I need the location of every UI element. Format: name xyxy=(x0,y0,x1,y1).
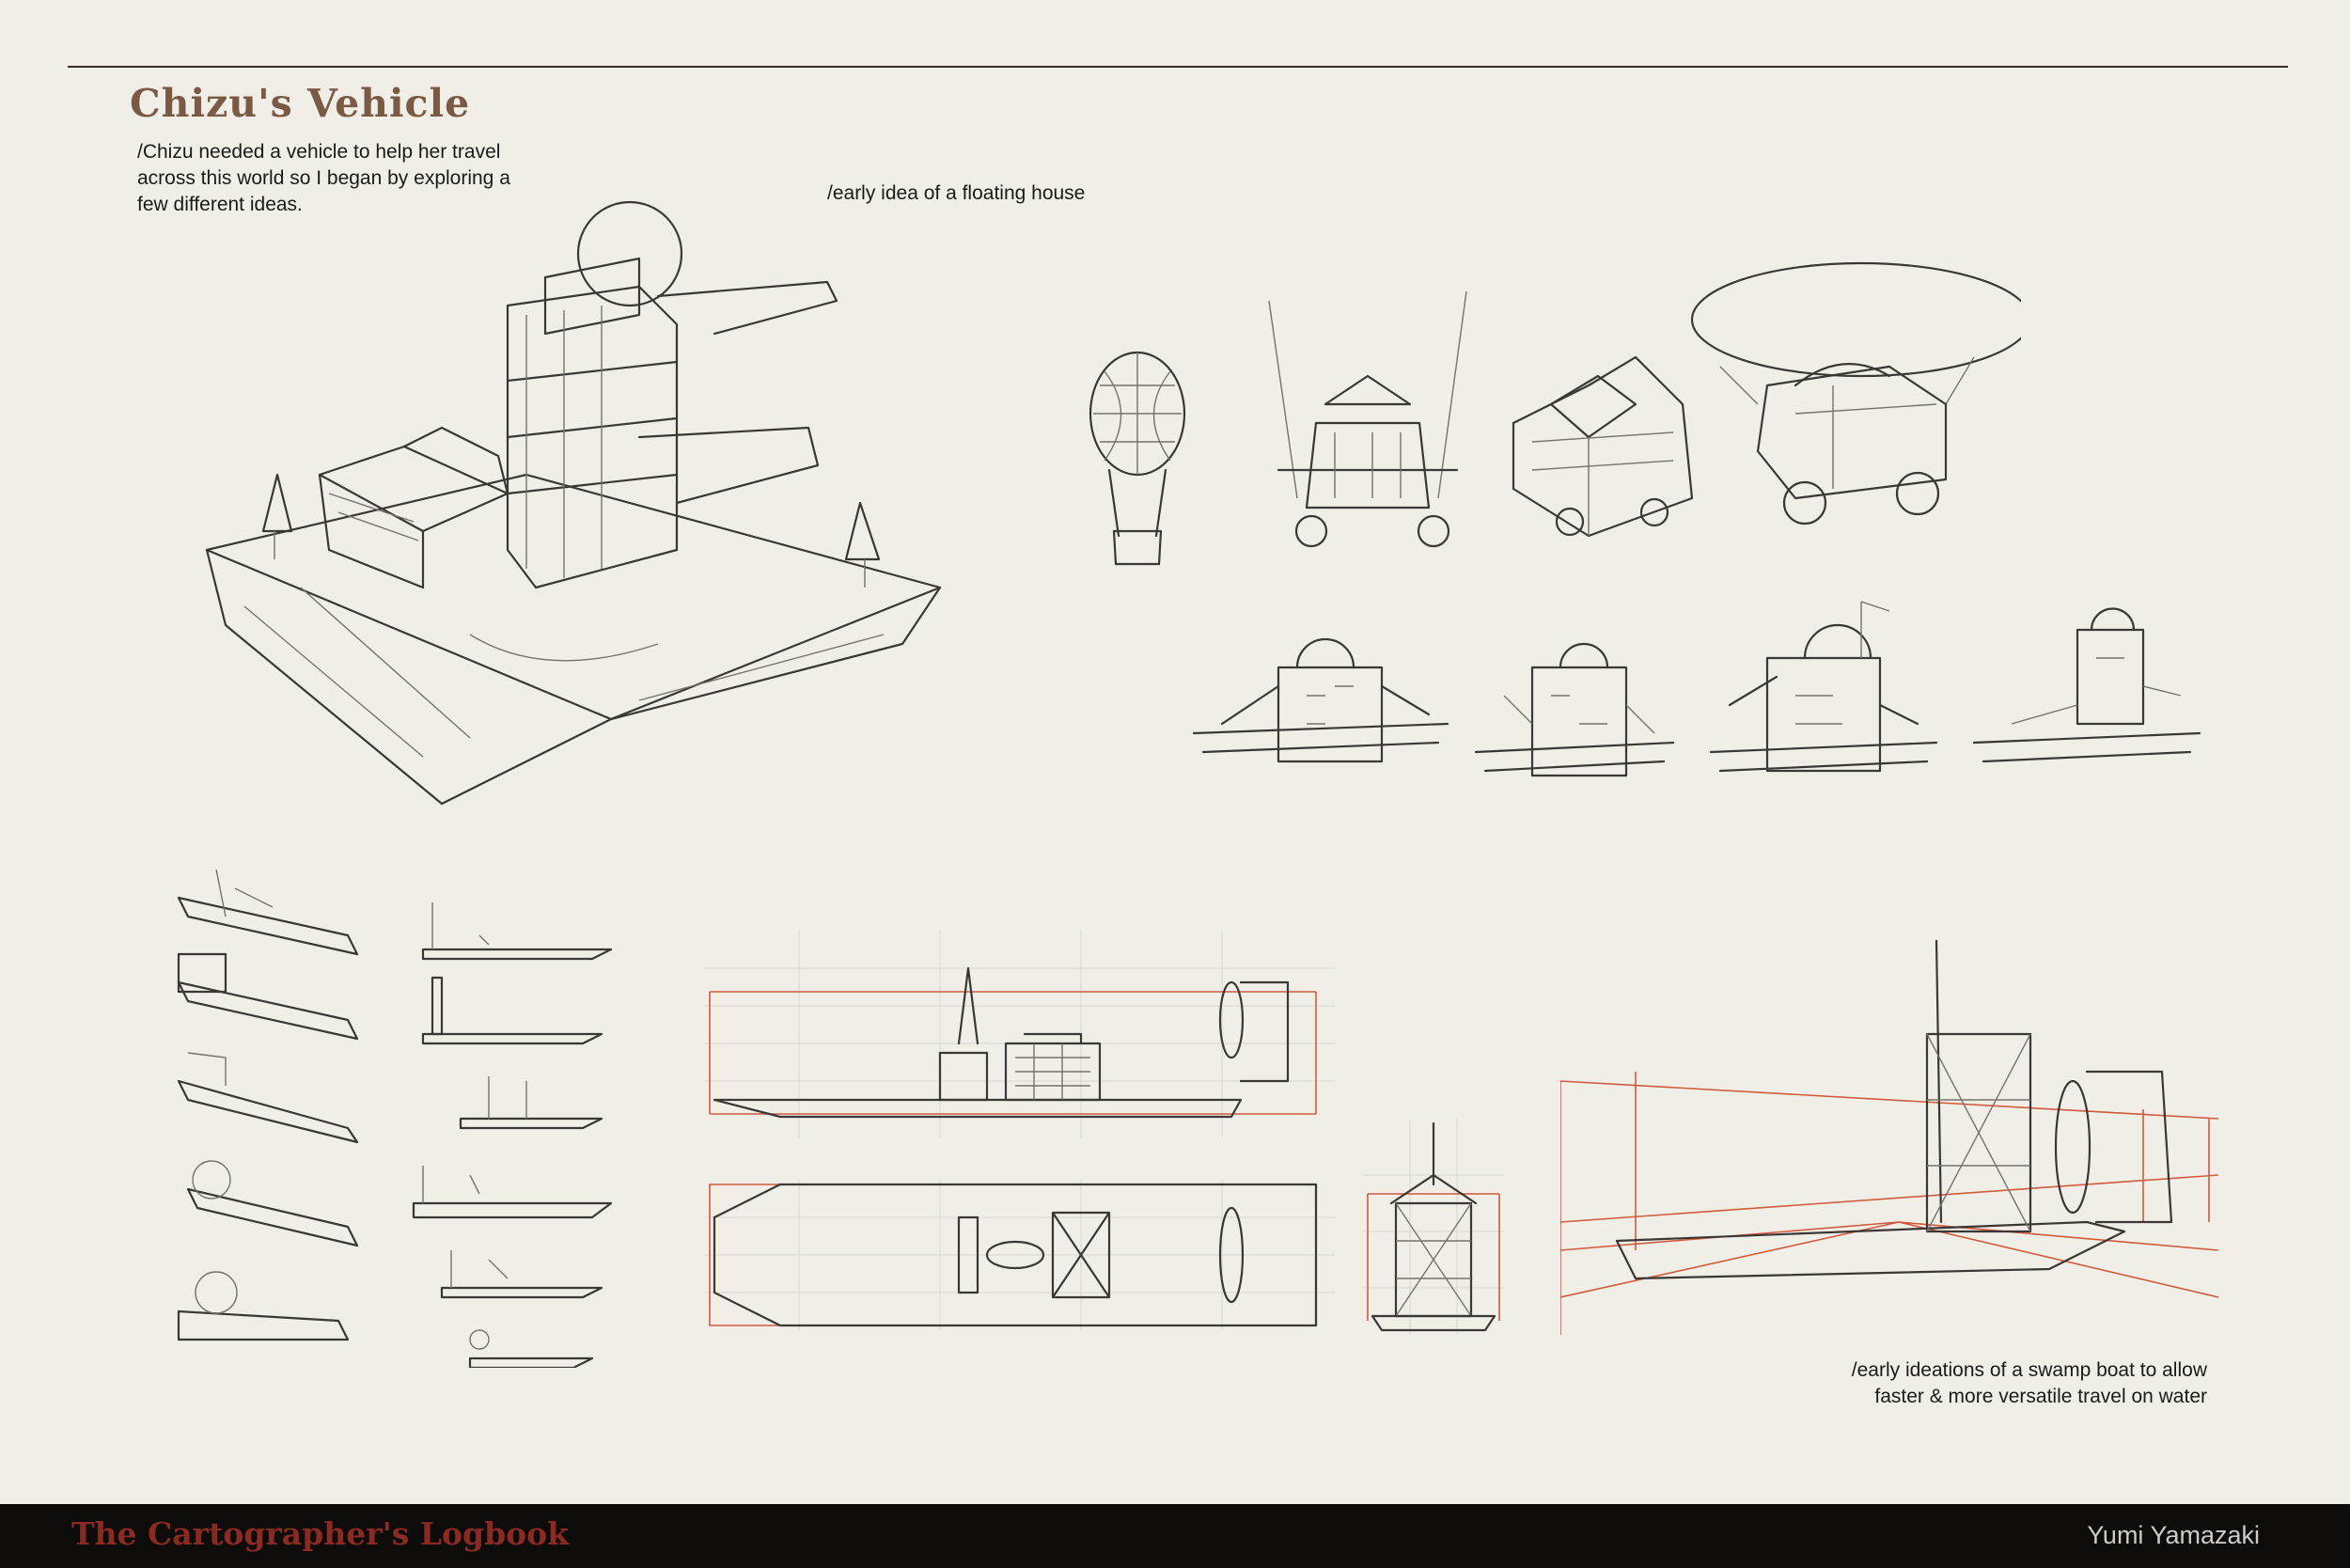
author-name: Yumi Yamazaki xyxy=(2087,1521,2260,1549)
floating-house-caption: /early idea of a floating house xyxy=(827,182,1086,204)
airboat-perspective-thumbnails xyxy=(160,851,367,1377)
airboat-front-elevation xyxy=(1363,1119,1504,1335)
balloon-concept-sketch xyxy=(1086,348,1189,569)
page-title: Chizu's Vehicle xyxy=(130,81,471,126)
observatory-boat-sketch-2 xyxy=(1466,611,1683,799)
swamp-boat-caption: /early ideations of a swamp boat to allo… xyxy=(1737,1357,2207,1410)
suspended-cabin-sketch xyxy=(1260,282,1476,564)
airboat-side-thumbnails xyxy=(404,893,620,1368)
observatory-boat-sketch-1 xyxy=(1184,602,1457,799)
airboat-side-elevation xyxy=(705,931,1335,1137)
intro-note: /Chizu needed a vehicle to help her trav… xyxy=(137,141,510,215)
blimp-wagon-sketch xyxy=(1664,254,2021,536)
top-rule xyxy=(68,66,2288,68)
floating-house-sketch xyxy=(188,193,959,860)
wagon-house-sketch xyxy=(1495,348,1711,555)
footer-bar: The Cartographer's Logbook Yumi Yamazaki xyxy=(0,1504,2350,1568)
observatory-boat-sketch-3 xyxy=(1701,583,1946,799)
swamp-caption-line-2: faster & more versatile travel on water xyxy=(1874,1386,2207,1407)
observatory-boat-sketch-4 xyxy=(1965,583,2209,799)
swamp-caption-line-1: /early ideations of a swamp boat to allo… xyxy=(1851,1359,2207,1381)
book-title: The Cartographer's Logbook xyxy=(71,1515,570,1552)
airboat-plan-view xyxy=(705,1180,1335,1330)
airboat-perspective-construction xyxy=(1560,940,2218,1335)
